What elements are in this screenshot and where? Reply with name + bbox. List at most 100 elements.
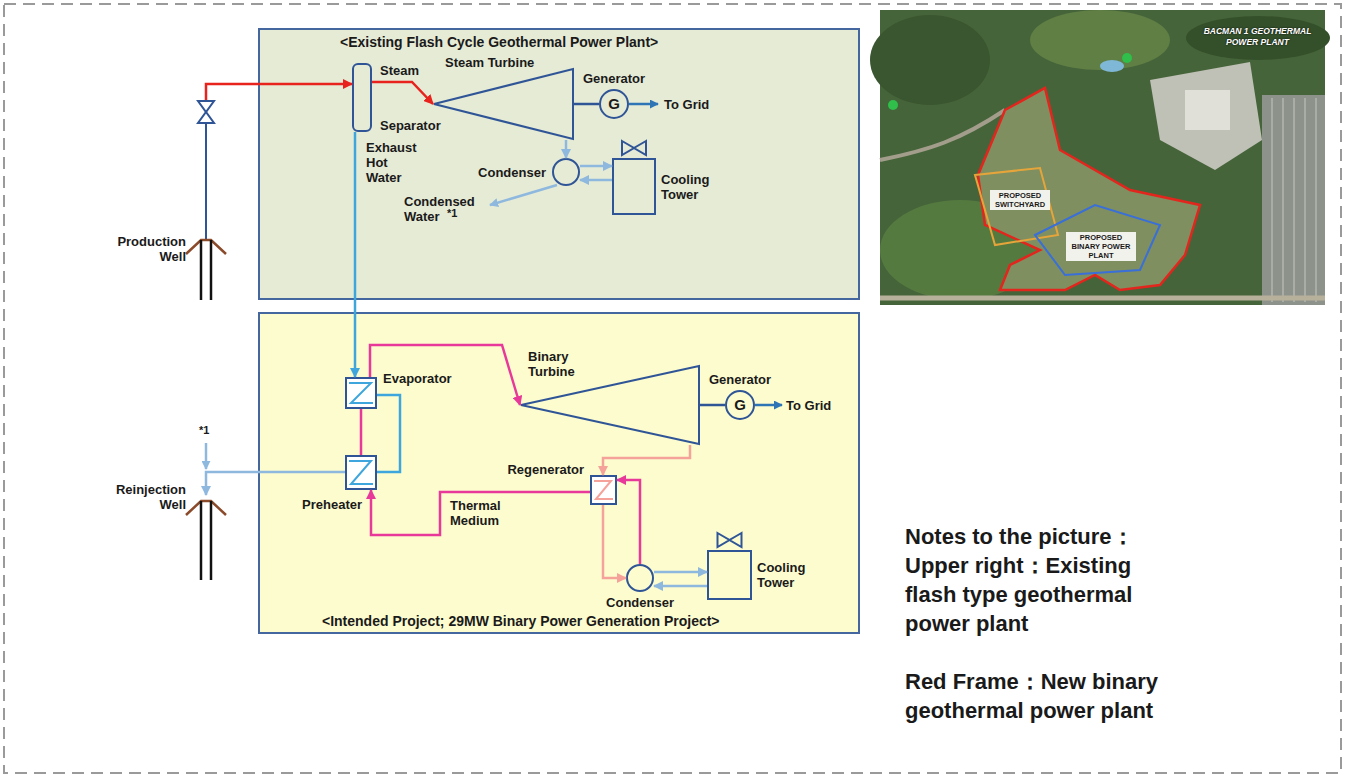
regenerator-exchanger: Regenerator — [590, 475, 617, 505]
cooling-tower-roof — [1262, 95, 1325, 305]
map-label: PROPOSED BINARY POWER PLANT — [1066, 232, 1136, 261]
project-boundary — [978, 88, 1200, 290]
text-holder: <Intended Project; 29MW Binary Power Gen… — [322, 613, 842, 630]
node-label: Separator — [380, 118, 450, 133]
site-photo — [870, 10, 1330, 305]
text-holder: Condenser — [595, 595, 685, 610]
flow-label: Exhaust Hot Water — [366, 140, 424, 185]
node-label: Binary Turbine — [528, 349, 586, 379]
node-label: <Intended Project; 29MW Binary Power Gen… — [322, 613, 842, 630]
generator-letter: G — [725, 396, 755, 413]
steam-turbine: Steam Turbine — [433, 68, 574, 140]
pond — [1100, 60, 1124, 72]
text-holder: Cooling Tower — [661, 172, 721, 202]
text-holder: BACMAN 1 GEOTHERMAL POWER PLANT — [1195, 26, 1320, 48]
text-holder: Generator — [700, 372, 780, 387]
text-holder: Production Well — [112, 234, 186, 264]
production-well: Production Well — [186, 100, 226, 300]
shape-outline — [345, 377, 377, 409]
text-holder: Cooling Tower — [757, 560, 817, 590]
text-holder: *1 — [447, 207, 467, 220]
text-holder: Generator — [574, 71, 654, 86]
node-label: Condenser — [595, 595, 685, 610]
node-label: Cooling Tower — [757, 560, 817, 590]
map-marker — [888, 100, 898, 110]
forest-patch — [1030, 10, 1170, 70]
shape-outline — [186, 100, 226, 300]
text-holder: Condenser — [466, 165, 546, 180]
note-text: Red Frame：New binary geothermal power pl… — [905, 667, 1173, 725]
shape-outline — [352, 63, 372, 132]
roof-stripes — [1272, 98, 1316, 302]
node-label: Reinjection Well — [112, 482, 186, 512]
site-clearing — [978, 88, 1200, 290]
dashed-frame — [4, 4, 1341, 773]
text-holder: Steam Turbine — [445, 55, 549, 70]
node-label: Generator — [700, 372, 780, 387]
text-holder: <Existing Flash Cycle Geothermal Power P… — [340, 34, 840, 51]
diagram-label: *1 — [447, 207, 467, 220]
text-holder: Reinjection Well — [112, 482, 186, 512]
text-holder: G — [599, 95, 629, 112]
diagram-label: To Grid — [664, 97, 726, 112]
node-label: Generator — [574, 71, 654, 86]
map-label: BACMAN 1 GEOTHERMAL POWER PLANT — [1195, 26, 1320, 48]
text-holder: Binary Turbine — [528, 349, 586, 379]
text-holder: To Grid — [664, 97, 726, 112]
plant-panel: EvaporatorBinary TurbineGeneratorGPrehea… — [258, 312, 860, 634]
forest-patch — [1186, 16, 1330, 60]
reinjection-well: Reinjection Well — [186, 495, 226, 580]
shape-outline — [590, 475, 617, 505]
note-text: Notes to the picture： — [905, 522, 1173, 551]
plant-building — [1150, 62, 1262, 170]
binary-turbine: Binary Turbine — [520, 365, 700, 445]
flow-label: Thermal Medium — [450, 498, 512, 528]
text-holder: G — [725, 396, 755, 413]
note-text: Upper right：Existing flash type geotherm… — [905, 551, 1173, 638]
text-holder: Preheater — [282, 497, 362, 512]
shape-outline — [433, 68, 574, 140]
diagram-label: *1 — [199, 424, 219, 437]
text-holder: Upper right：Existing flash type geotherm… — [905, 551, 1173, 638]
switchyard-outline — [975, 168, 1058, 245]
diagram-label: Condensed Water — [404, 194, 478, 224]
separator-vessel: Separator — [352, 63, 372, 132]
condenser-circle: Condenser — [552, 158, 580, 186]
map-label: PROPOSED SWITCHYARD — [990, 190, 1050, 210]
node-label: Steam Turbine — [445, 55, 549, 70]
photo-ground — [880, 10, 1325, 305]
node-label: Preheater — [282, 497, 362, 512]
text-holder: To Grid — [786, 398, 848, 413]
plant-panel: SeparatorSteam TurbineGeneratorGCondense… — [258, 28, 860, 300]
cooling-tower: Cooling Tower — [707, 550, 752, 600]
node-label: Production Well — [112, 234, 186, 264]
site-road — [880, 296, 1325, 301]
text-holder: Separator — [380, 118, 450, 133]
node-label: Cooling Tower — [661, 172, 721, 202]
shape-outline — [186, 495, 226, 580]
text-holder: Red Frame：New binary geothermal power pl… — [905, 667, 1173, 725]
generator-circle: GeneratorG — [599, 89, 629, 119]
flow-label: Steam — [380, 63, 420, 78]
text-holder: *1 — [199, 424, 219, 437]
node-label: Condenser — [466, 165, 546, 180]
generator-letter: G — [599, 95, 629, 112]
text-holder: Condensed Water — [404, 194, 478, 224]
text-holder: Exhaust Hot Water — [366, 140, 424, 185]
text-holder: Notes to the picture： — [905, 522, 1173, 551]
shape-outline — [345, 455, 377, 490]
site-road — [880, 110, 1005, 160]
node-label: Evaporator — [383, 371, 465, 386]
text-holder: Regenerator — [494, 462, 584, 477]
shape-outline — [612, 158, 656, 215]
shape-outline — [626, 564, 654, 592]
generator-circle: GeneratorG — [725, 390, 755, 420]
map-marker — [1122, 53, 1132, 63]
diagram-label: To Grid — [786, 398, 848, 413]
text-holder: Evaporator — [383, 371, 465, 386]
evaporator-exchanger: Evaporator — [345, 377, 377, 409]
forest-patch — [870, 15, 990, 105]
node-label: Regenerator — [494, 462, 584, 477]
condenser-circle: Condenser — [626, 564, 654, 592]
